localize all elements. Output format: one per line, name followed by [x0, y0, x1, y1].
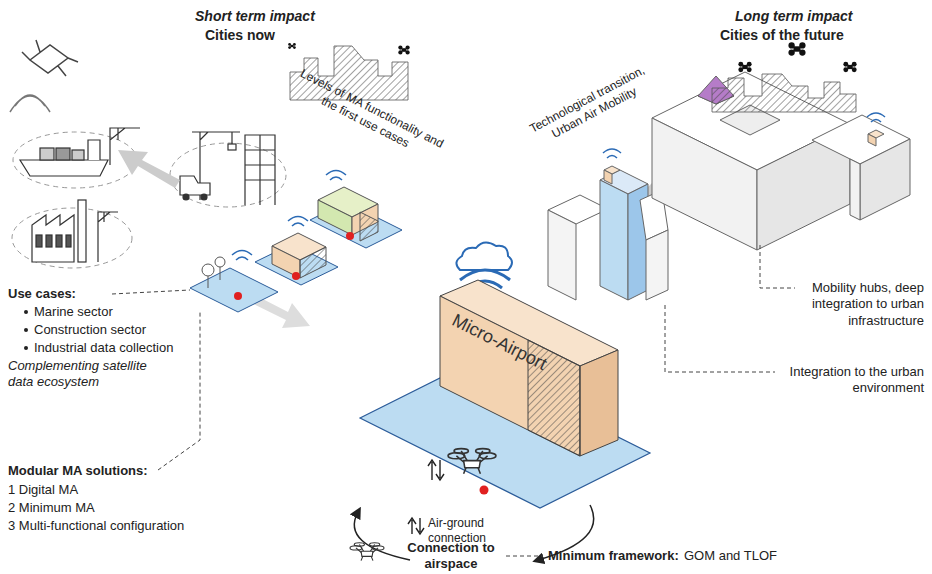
label-box: Mobility hubs, deep integration to urban… — [798, 280, 924, 329]
label-box: GOM and TLOF — [684, 548, 777, 564]
text-label: Technological transition, Urban Air Mobi… — [522, 60, 660, 152]
text-label: Marine sector — [34, 304, 113, 320]
text-label: Mobility hubs, deep integration to urban… — [798, 280, 924, 329]
label-box: 3 Multi-functional configuration — [8, 518, 184, 534]
text-label: 1 Digital MA — [8, 482, 78, 498]
label-box: Cities now — [205, 27, 275, 45]
label-box: 1 Digital MA — [8, 482, 78, 498]
text-label: Construction sector — [34, 322, 146, 338]
text-label: GOM and TLOF — [684, 548, 777, 564]
label-box: Marine sector — [34, 304, 113, 320]
text-label: Use cases: — [8, 286, 76, 302]
label-box: Short term impact — [195, 8, 315, 26]
text-label: 2 Minimum MA — [8, 500, 95, 516]
label-box: Modular MA solutions: — [8, 463, 148, 479]
text-label: Long term impact — [735, 8, 852, 26]
label-box: Integration to the urban environment — [778, 364, 924, 397]
label-box: Long term impact — [735, 8, 852, 26]
text-label: Minimum framework: — [548, 548, 679, 564]
label-box: Complementing satellite data ecosystem — [8, 358, 163, 391]
text-label: Cities of the future — [720, 27, 844, 45]
text-label: Integration to the urban environment — [778, 364, 924, 397]
text-label: Connection to airspace — [396, 540, 506, 573]
label-box: Minimum framework: — [548, 548, 679, 564]
text-label: Modular MA solutions: — [8, 463, 148, 479]
label-box: Technological transition, Urban Air Mobi… — [522, 60, 660, 152]
label-box: 2 Minimum MA — [8, 500, 95, 516]
text-label: Complementing satellite data ecosystem — [8, 358, 163, 391]
text-label: 3 Multi-functional configuration — [8, 518, 184, 534]
text-label: Short term impact — [195, 8, 315, 26]
label-box: Connection to airspace — [396, 540, 506, 573]
text-label: Industrial data collection — [34, 340, 173, 356]
label-box: Cities of the future — [720, 27, 844, 45]
label-box: Use cases: — [8, 286, 76, 302]
label-box: Construction sector — [34, 322, 146, 338]
label-box: Industrial data collection — [34, 340, 173, 356]
text-label: Cities now — [205, 27, 275, 45]
